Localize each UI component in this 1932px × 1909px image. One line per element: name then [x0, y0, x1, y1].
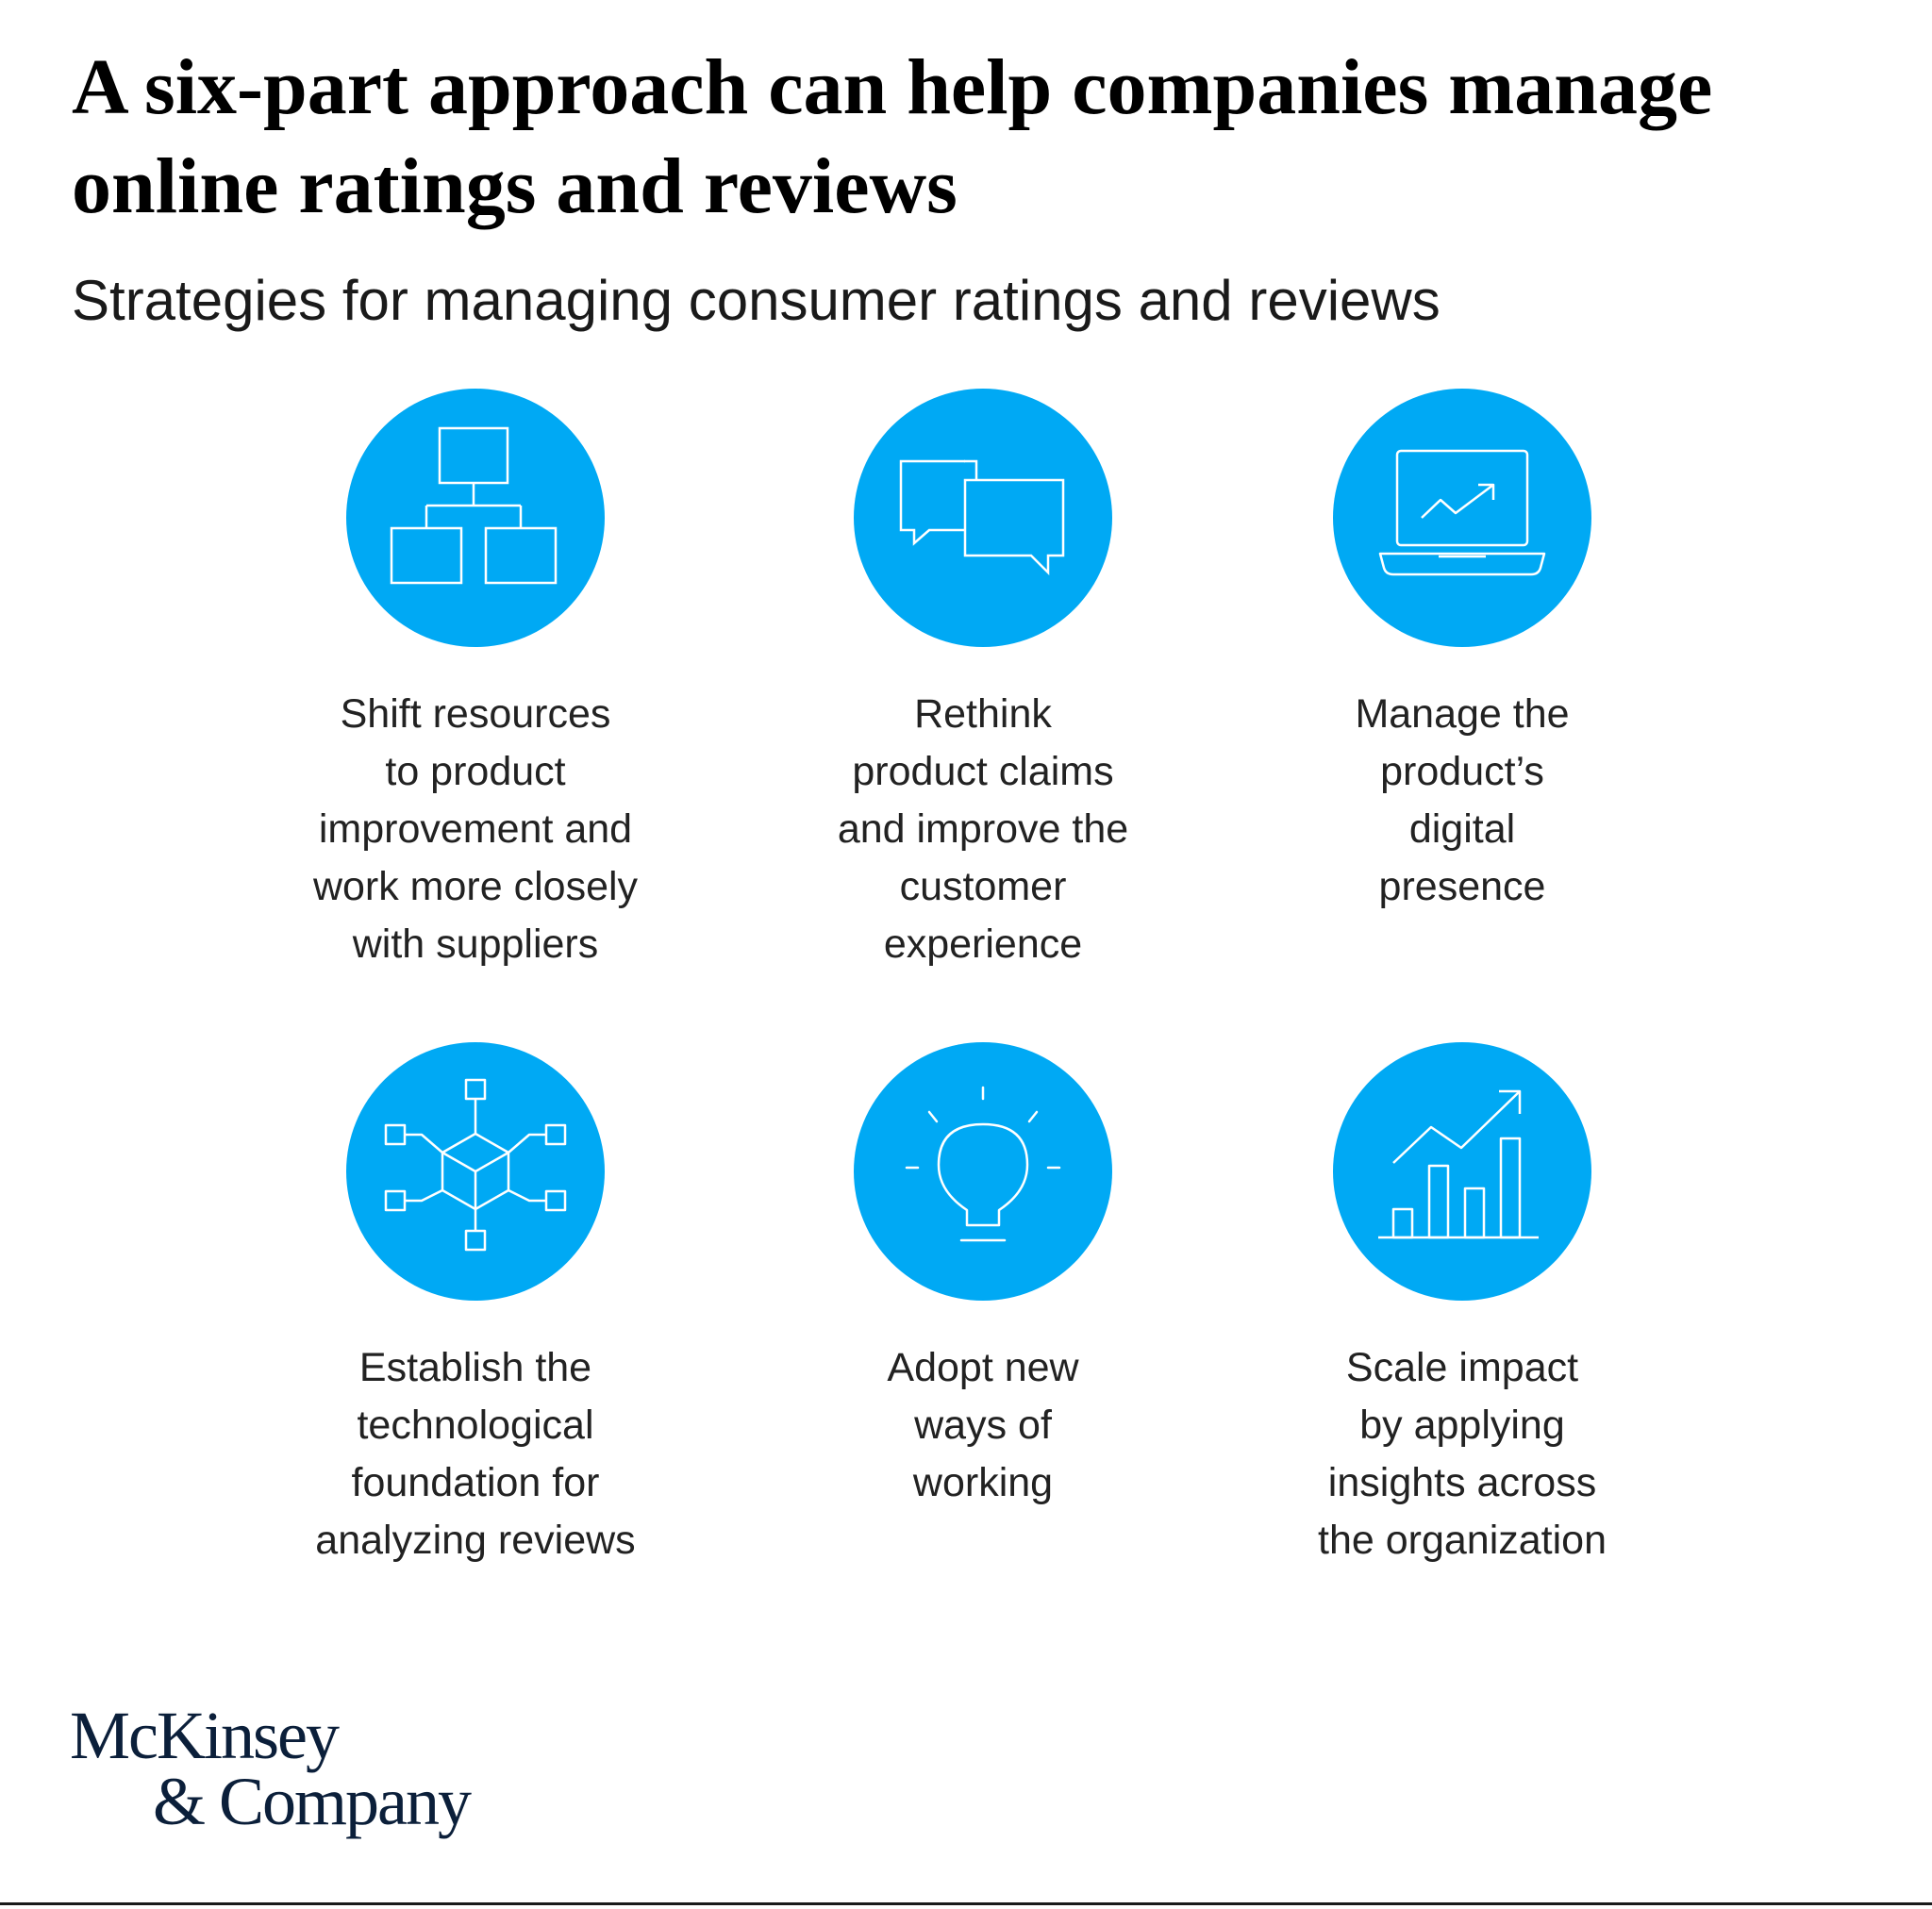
- step-circle: [854, 389, 1112, 647]
- network-cube-icon: [384, 1078, 567, 1252]
- org-chart-icon: [390, 426, 558, 585]
- page-title: A six-part approach can help companies m…: [72, 43, 1713, 230]
- page-subtitle: Strategies for managing consumer ratings…: [72, 269, 1441, 332]
- speech-bubbles-icon: [899, 459, 1065, 576]
- bottom-rule: [0, 1902, 1932, 1905]
- lightbulb-icon: [905, 1086, 1061, 1242]
- step-label: Adopt new ways of working: [887, 1345, 1079, 1505]
- bar-chart-growth-icon: [1378, 1089, 1539, 1239]
- step-circle: [346, 389, 605, 647]
- step-label: Shift resources to product improvement a…: [312, 691, 639, 967]
- step-label: Establish the technological foundation f…: [315, 1345, 636, 1563]
- laptop-trend-icon: [1378, 449, 1546, 576]
- step-circle: [346, 1042, 605, 1301]
- step-label: Rethink product claims and improve the c…: [837, 691, 1129, 967]
- step-label: Scale impact by applying insights across…: [1318, 1345, 1607, 1563]
- step-circle: [1333, 1042, 1591, 1301]
- step-circle: [1333, 389, 1591, 647]
- logo-line-2: & Company: [153, 1764, 472, 1839]
- mckinsey-logo: McKinsey & Company: [70, 1698, 560, 1849]
- step-circle: [854, 1042, 1112, 1301]
- step-label: Manage the product’s digital presence: [1355, 691, 1570, 909]
- logo-line-1: McKinsey: [70, 1698, 340, 1773]
